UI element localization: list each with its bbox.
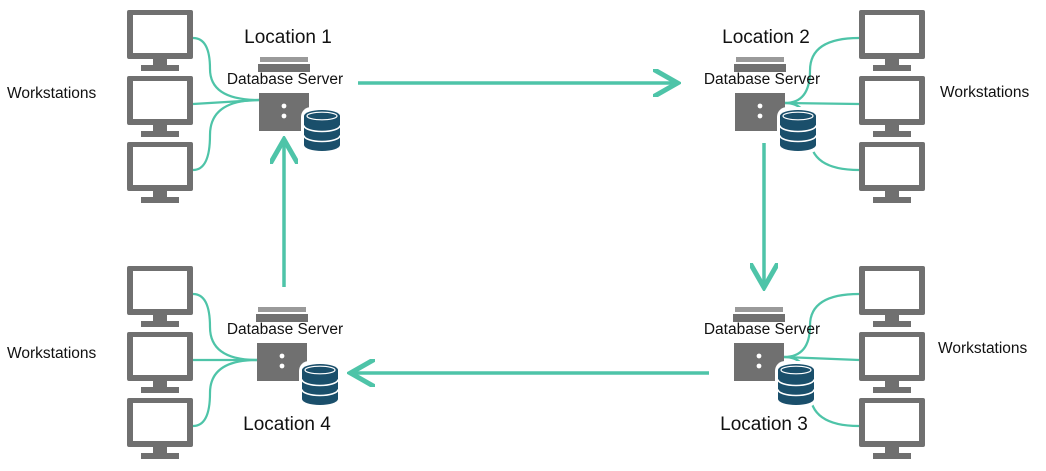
monitor-icon <box>127 76 193 137</box>
monitor-icon <box>127 398 193 459</box>
location-3-workstations-label: Workstations <box>938 340 1028 357</box>
location-3-server-label: Database Server <box>704 321 820 338</box>
monitor-icon <box>127 332 193 393</box>
location-1-workstation-wires <box>192 36 260 172</box>
database-icon <box>777 107 819 153</box>
location-4-server-label: Database Server <box>227 321 343 338</box>
monitor-icon <box>859 142 925 203</box>
location-1-label: Location 1 <box>244 27 332 48</box>
location-4-workstations-label: Workstations <box>7 345 97 362</box>
monitor-icon <box>127 266 193 327</box>
database-icon <box>775 361 817 407</box>
location-2-node <box>734 10 925 203</box>
location-4-workstation-wires <box>192 292 258 428</box>
database-icon <box>301 107 343 153</box>
location-3-label: Location 3 <box>720 414 808 435</box>
location-2-label: Location 2 <box>722 27 810 48</box>
server-icon <box>734 57 786 131</box>
server-icon <box>733 307 785 381</box>
location-1-workstations-label: Workstations <box>7 85 97 102</box>
database-icon <box>299 361 341 407</box>
monitor-icon <box>859 76 925 137</box>
monitor-icon <box>859 266 925 327</box>
monitor-icon <box>127 142 193 203</box>
monitor-icon <box>859 10 925 71</box>
location-3-node <box>733 266 925 459</box>
monitor-icon <box>859 332 925 393</box>
monitor-icon <box>859 398 925 459</box>
location-1-node <box>127 10 343 203</box>
location-4-label: Location 4 <box>243 414 331 435</box>
location-2-server-label: Database Server <box>704 71 820 88</box>
location-1-server-label: Database Server <box>227 71 343 88</box>
replication-links <box>284 83 764 373</box>
location-4-node <box>127 266 341 459</box>
server-icon <box>256 307 308 381</box>
location-2-workstations-label: Workstations <box>940 84 1030 101</box>
monitor-icon <box>127 10 193 71</box>
server-icon <box>258 57 310 131</box>
